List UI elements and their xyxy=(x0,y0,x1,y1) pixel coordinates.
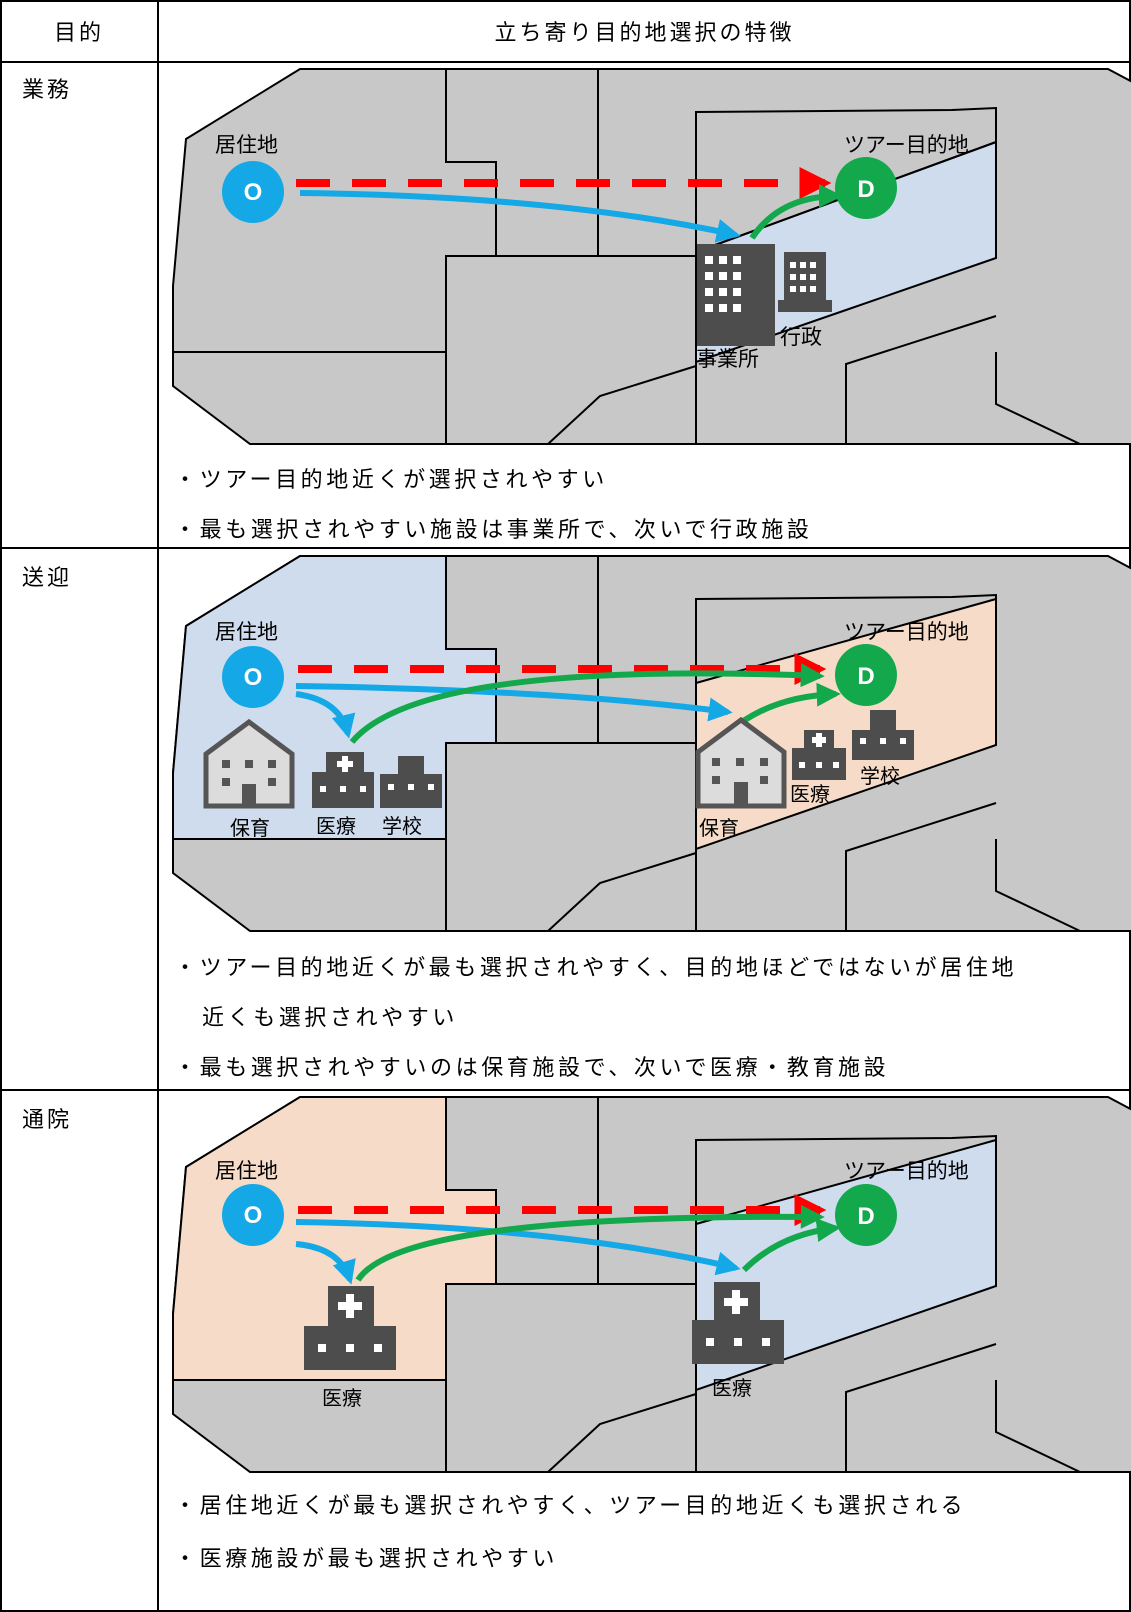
nursery-icon xyxy=(203,718,295,809)
destination-label: ツアー目的地 xyxy=(844,1159,969,1183)
hospital-icon xyxy=(692,1282,784,1364)
origin-label: 居住地 xyxy=(215,620,278,644)
feature-bullet: ・最も選択されやすい施設は事業所で、次いで行政施設 xyxy=(174,518,813,543)
school-icon xyxy=(852,710,914,760)
feature-bullet: ・居住地近くが最も選択されやすく、ツアー目的地近くも選択される xyxy=(174,1494,967,1519)
feature-bullet-continuation: 近くも選択されやすい xyxy=(202,1006,459,1031)
feature-bullet: ・医療施設が最も選択されやすい xyxy=(174,1547,559,1572)
facility-label-office: 事業所 xyxy=(696,347,759,371)
facility-label-medical: 医療 xyxy=(712,1376,752,1400)
feature-bullet: ・ツアー目的地近くが選択されやすい xyxy=(174,468,608,493)
dest-marker-label: D xyxy=(857,663,874,690)
dest-marker-label: D xyxy=(857,176,874,203)
origin-marker-label: O xyxy=(244,664,263,691)
header-purpose: 目的 xyxy=(53,21,104,46)
origin-label: 居住地 xyxy=(215,1159,278,1183)
facility-label-nursery: 保育 xyxy=(230,816,270,840)
hospital-icon xyxy=(792,730,846,780)
origin-label: 居住地 xyxy=(215,133,278,157)
destination-label: ツアー目的地 xyxy=(844,620,969,644)
office-building-icon xyxy=(697,244,775,346)
facility-label-government: 行政 xyxy=(780,325,822,349)
dest-marker-label: D xyxy=(857,1203,874,1230)
origin-marker xyxy=(222,161,284,223)
feature-bullet: ・最も選択されやすいのは保育施設で、次いで医療・教育施設 xyxy=(174,1056,890,1081)
hospital-icon xyxy=(312,752,374,808)
destination-marker xyxy=(835,1184,897,1246)
facility-label-medical: 医療 xyxy=(322,1386,362,1410)
hospital-icon xyxy=(304,1286,396,1370)
facility-label-nursery: 保育 xyxy=(699,816,739,840)
facility-label-medical: 医療 xyxy=(790,782,830,806)
government-building-icon xyxy=(778,252,832,312)
facility-label-school: 学校 xyxy=(382,814,422,838)
nursery-icon xyxy=(695,716,787,809)
origin-marker xyxy=(222,646,284,708)
feature-bullet: ・ツアー目的地近くが最も選択されやすく、目的地ほどではないが居住地 xyxy=(174,956,1018,981)
destination-label: ツアー目的地 xyxy=(844,133,969,157)
route-arrows-pickup xyxy=(295,653,841,744)
origin-marker-label: O xyxy=(244,179,263,206)
route-arrows-business xyxy=(296,167,843,243)
row-purpose-pickup: 送迎 xyxy=(22,566,73,591)
map-hospital xyxy=(172,1096,1131,1473)
facility-label-school: 学校 xyxy=(860,764,900,788)
route-arrows-hospital xyxy=(295,1194,841,1285)
school-icon xyxy=(380,756,442,808)
facility-label-medical: 医療 xyxy=(316,814,356,838)
row-purpose-hospital: 通院 xyxy=(22,1108,73,1133)
map-business xyxy=(172,68,1131,445)
destination-marker xyxy=(835,157,897,219)
origin-marker xyxy=(222,1184,284,1246)
origin-marker-label: O xyxy=(244,1202,263,1229)
header-features: 立ち寄り目的地選択の特徴 xyxy=(494,21,795,46)
destination-marker xyxy=(835,644,897,706)
row-purpose-business: 業務 xyxy=(22,78,73,103)
map-pickup xyxy=(172,555,1131,932)
